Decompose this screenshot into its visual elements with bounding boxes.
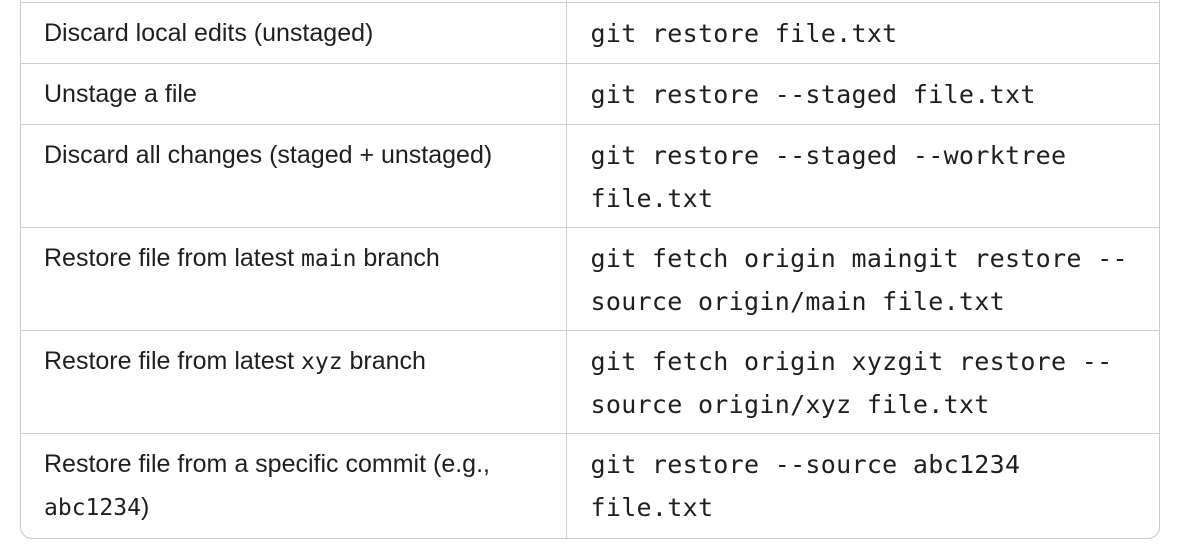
description-text: Restore file from latest <box>44 243 302 272</box>
description-text: branch <box>356 243 440 272</box>
command-cell[interactable]: git restore --staged --worktree file.txt <box>566 123 1159 227</box>
branch-code: main <box>301 245 357 272</box>
command-cell[interactable]: git restore --source abc1234 file.txt <box>566 432 1159 538</box>
description-cell: Discard local edits (unstaged) <box>21 1 567 63</box>
table-cell-empty <box>21 0 567 2</box>
commands-table: Discard local edits (unstaged) git resto… <box>21 0 1159 538</box>
description-text: ) <box>140 492 150 521</box>
git-restore-table: Discard local edits (unstaged) git resto… <box>20 0 1160 539</box>
table-row: Restore file from latest xyz branch git … <box>21 329 1159 433</box>
description-text: Restore file from a specific commit (e.g… <box>44 449 490 478</box>
branch-code: xyz <box>301 348 343 375</box>
command-cell[interactable]: git fetch origin maingit restore --sourc… <box>566 226 1159 330</box>
table-row: Unstage a file git restore --staged file… <box>21 62 1159 124</box>
table-row: Discard all changes (staged + unstaged) … <box>21 123 1159 227</box>
description-cell: Discard all changes (staged + unstaged) <box>21 123 567 227</box>
description-cell: Restore file from a specific commit (e.g… <box>21 432 567 538</box>
command-cell[interactable]: git fetch origin xyzgit restore --source… <box>566 329 1159 433</box>
description-cell: Restore file from latest xyz branch <box>21 329 567 433</box>
description-text: branch <box>342 346 426 375</box>
table-row: Restore file from latest main branch git… <box>21 226 1159 330</box>
command-cell[interactable]: git restore --staged file.txt <box>566 62 1159 124</box>
command-cell[interactable]: git restore file.txt <box>566 1 1159 63</box>
table-row-header-edge <box>21 0 1159 2</box>
description-text: Restore file from latest <box>44 346 302 375</box>
description-cell: Unstage a file <box>21 62 567 124</box>
table-row: Restore file from a specific commit (e.g… <box>21 432 1159 538</box>
table-row: Discard local edits (unstaged) git resto… <box>21 1 1159 63</box>
description-cell: Restore file from latest main branch <box>21 226 567 330</box>
commit-code: abc1234 <box>44 494 141 521</box>
